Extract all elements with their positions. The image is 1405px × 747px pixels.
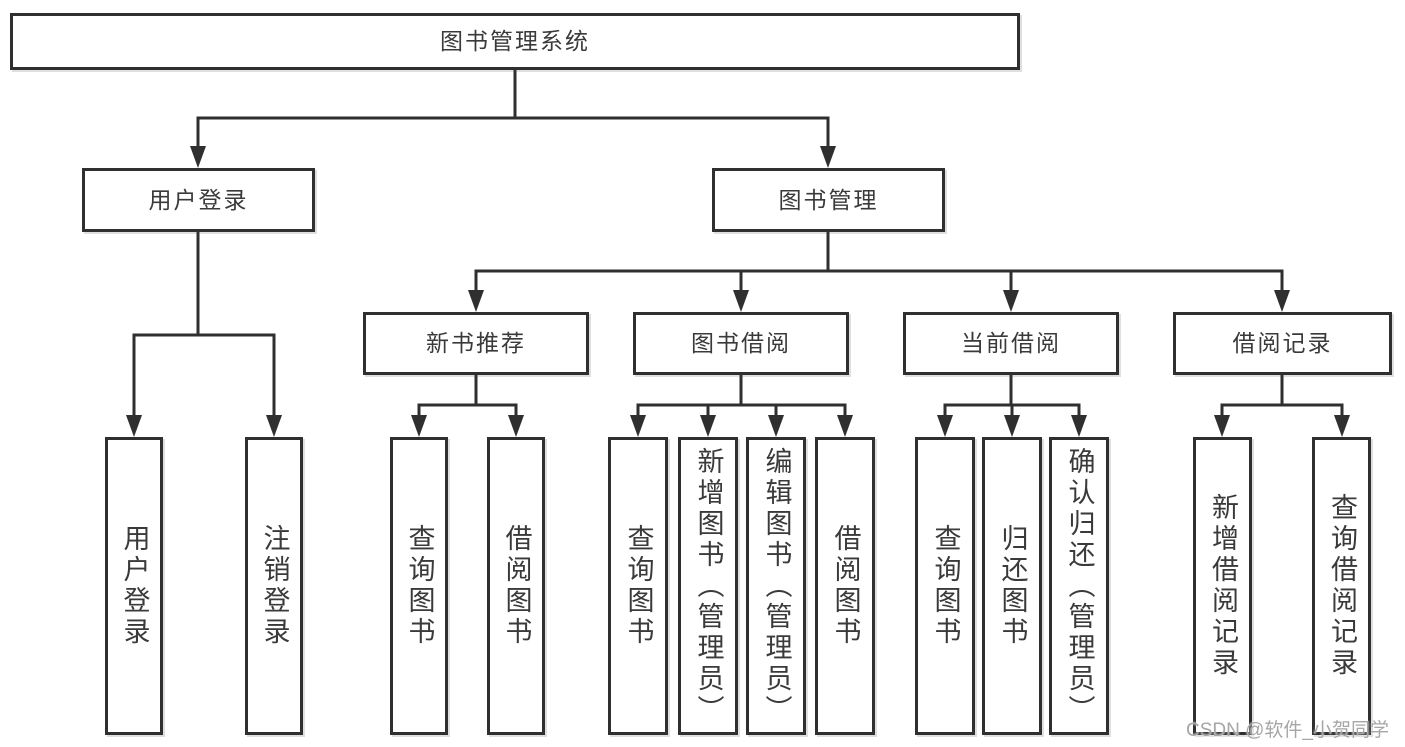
node-library-management-system: 图书管理系统: [10, 13, 1020, 70]
node-current-borrow: 当前借阅: [903, 312, 1119, 375]
node-user-login: 用户登录: [82, 168, 315, 232]
leaf-add-borrow-record: 新增借阅记录: [1193, 437, 1252, 735]
leaf-query-books-recommend: 查询图书: [390, 437, 448, 735]
leaf-confirm-return-admin: 确认归还（管理员）: [1049, 437, 1109, 735]
leaf-add-books-admin: 新增图书（管理员）: [678, 437, 738, 735]
leaf-query-borrow-record: 查询借阅记录: [1312, 437, 1371, 735]
node-book-borrow: 图书借阅: [633, 312, 849, 375]
leaf-return-books: 归还图书: [982, 437, 1042, 735]
node-book-management: 图书管理: [712, 168, 945, 232]
leaf-borrow-books: 借阅图书: [815, 437, 875, 735]
leaf-query-books-current: 查询图书: [915, 437, 975, 735]
csdn-watermark: CSDN @软件_小贺同学: [1186, 720, 1389, 741]
leaf-edit-books-admin: 编辑图书（管理员）: [746, 437, 806, 735]
node-borrow-records: 借阅记录: [1173, 312, 1392, 375]
leaf-user-login: 用户登录: [105, 437, 163, 735]
node-new-book-recommend: 新书推荐: [363, 312, 589, 375]
leaf-borrow-books-recommend: 借阅图书: [487, 437, 545, 735]
leaf-query-books-borrow: 查询图书: [608, 437, 668, 735]
leaf-logout: 注销登录: [245, 437, 303, 735]
